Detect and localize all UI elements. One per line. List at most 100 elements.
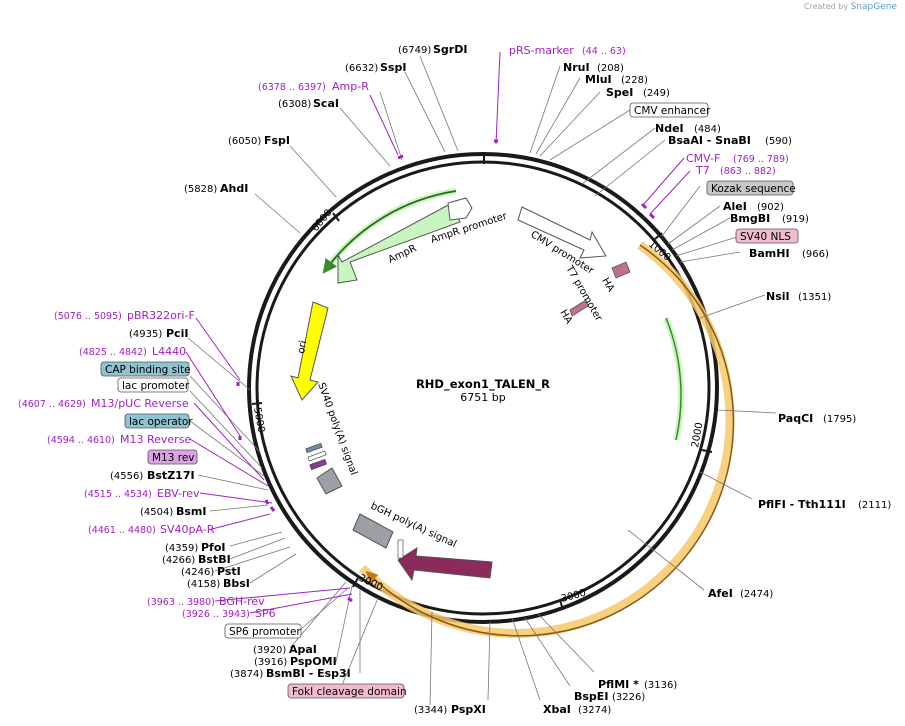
ori-label: ori [296, 340, 309, 355]
small-feature-2 [307, 450, 327, 462]
inner-green-arc [665, 317, 682, 441]
enzyme-name: PflMI * [598, 678, 639, 691]
primer-labels: pRS-marker (44 .. 63) (6378 .. 6397) Amp… [18, 44, 789, 620]
enzyme-name: FspI [264, 134, 290, 147]
primer-name: CMV-F [686, 152, 720, 165]
plasmid-name: RHD_exon1_TALEN_R [416, 377, 550, 392]
enzyme-pos: (4935) [129, 329, 162, 340]
primer-name: BGH-rev [219, 595, 265, 608]
primer-range: (3963 .. 3980) [147, 597, 215, 608]
plasmid-size: 6751 bp [460, 391, 505, 404]
enzyme-name: BmgBI [730, 212, 770, 225]
enzyme-name: PstI [217, 565, 241, 578]
enzyme-pos: (6050) [228, 136, 261, 147]
primer-name: pRS-marker [509, 44, 574, 57]
enzyme-name: ScaI [313, 97, 339, 110]
enzyme-name: NsiI [766, 290, 790, 303]
primer-name: M13/pUC Reverse [91, 397, 189, 410]
primer-range: (4594 .. 4610) [47, 435, 115, 446]
enzyme-pos: (2474) [740, 589, 773, 600]
enzyme-name: ApaI [289, 643, 317, 656]
enzyme-name: BsmI [176, 505, 207, 518]
small-feature-4 [397, 539, 404, 559]
box-label: Kozak sequence [711, 183, 796, 195]
enzyme-name: NruI [563, 61, 590, 74]
primer-range: (4825 .. 4842) [79, 347, 147, 358]
primer-name: SP6 [255, 607, 276, 620]
ha-feature-1 [611, 261, 631, 279]
enzyme-name: PciI [166, 327, 188, 340]
boxed-labels: CMV enhancer Kozak sequence SV40 NLS CAP… [100, 102, 799, 699]
enzyme-pos: (966) [802, 249, 829, 260]
enzyme-pos: (3344) [414, 705, 447, 716]
primer-range: (3926 .. 3943) [182, 609, 250, 620]
primer-name: EBV-rev [157, 487, 200, 500]
enzyme-name: PspXI [451, 703, 486, 716]
enzyme-name: BspEI [574, 690, 608, 703]
credit-prefix: Created by [804, 2, 849, 11]
primer-name: T7 [695, 164, 710, 177]
enzyme-pos: (4556) [110, 471, 143, 482]
primer-range: (44 .. 63) [582, 46, 626, 57]
orf-highlight-arc [358, 241, 735, 638]
enzyme-pos: (5828) [184, 184, 217, 195]
snapgene-credit: Created by SnapGene [804, 2, 897, 12]
tick-label-5000: 5000 [251, 407, 266, 434]
primer-range: (863 .. 882) [720, 166, 776, 177]
enzyme-pos: (4246) [181, 567, 214, 578]
primer-name: L4440 [152, 345, 186, 358]
enzyme-name: BstZ17I [147, 469, 195, 482]
enzyme-name: BsmBI - Esp3I [266, 667, 351, 680]
enzyme-name: AleI [723, 200, 747, 213]
tick-label-2000: 2000 [690, 422, 705, 449]
ampr-outer-arc [322, 190, 457, 274]
box-label: M13 rev [152, 452, 195, 464]
enzyme-name: BamHI [749, 247, 790, 260]
cmv-promoter-feature [517, 206, 607, 259]
primer-range: (5076 .. 5095) [54, 311, 122, 322]
box-label: lac promoter [122, 380, 190, 392]
enzyme-pos: (4359) [165, 543, 198, 554]
primer-name: SV40pA-R [160, 523, 215, 536]
box-label: FokI cleavage domain [292, 686, 407, 698]
box-label: lac operator [129, 416, 193, 428]
enzyme-pos: (3874) [230, 669, 263, 680]
enzyme-pos: (484) [694, 124, 721, 135]
enzyme-pos: (4266) [162, 555, 195, 566]
small-feature-1 [305, 442, 323, 454]
box-label: CAP binding site [105, 364, 191, 376]
enzyme-pos: (6632) [345, 63, 378, 74]
enzyme-pos: (1795) [823, 414, 856, 425]
enzyme-pos: (4504) [140, 507, 173, 518]
primer-markers [236, 139, 656, 603]
primer-name: pBR322ori-F [127, 309, 195, 322]
enzyme-name: PspOMI [290, 655, 337, 668]
enzyme-name: PflFI - Tth111I [758, 498, 846, 511]
enzyme-name: PfoI [201, 541, 226, 554]
enzyme-pos: (590) [765, 136, 792, 147]
enzyme-labels: (6749) SgrDI (6632) SspI (6308) ScaI (60… [110, 43, 891, 716]
enzyme-name: BstBI [198, 553, 231, 566]
enzyme-pos: (208) [597, 63, 624, 74]
ampr-feature [337, 202, 461, 284]
enzyme-name: SpeI [606, 86, 633, 99]
enzyme-pos: (919) [782, 214, 809, 225]
ha-feature-2 [569, 299, 589, 317]
enzyme-pos: (3226) [612, 692, 645, 703]
tick-marks [251, 154, 713, 611]
orf-direction-arc [365, 244, 735, 637]
enzyme-pos: (6308) [278, 99, 311, 110]
credit-brand: SnapGene [850, 2, 897, 12]
enzyme-pos: (2111) [858, 500, 891, 511]
enzyme-pos: (4158) [187, 579, 220, 590]
primer-name: M13 Reverse [120, 433, 191, 446]
enzyme-pos: (3920) [253, 645, 286, 656]
primer-range: (769 .. 789) [733, 154, 789, 165]
ori-feature [290, 301, 329, 401]
enzyme-pos: (3136) [644, 680, 677, 691]
enzyme-pos: (3916) [254, 657, 287, 668]
enzyme-name: SgrDI [433, 43, 467, 56]
enzyme-pos: (3274) [578, 705, 611, 716]
primer-range: (6378 .. 6397) [258, 82, 326, 93]
